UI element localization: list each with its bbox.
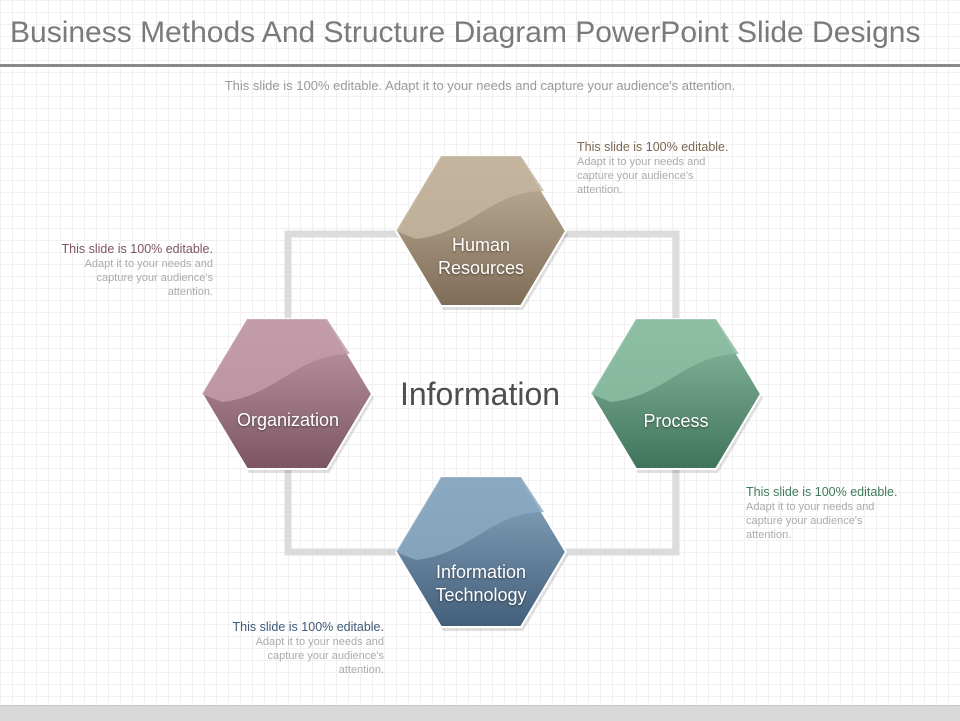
callout-right: This slide is 100% editable. Adapt it to…	[746, 485, 921, 542]
hexagon-wave	[202, 319, 350, 402]
callout-body: Adapt it to your needs and capture your …	[577, 156, 706, 196]
title-divider	[0, 64, 960, 67]
node-label-process: Process	[643, 411, 709, 431]
node-label-organization: Organization	[236, 410, 340, 430]
hexagon-bottom	[394, 476, 568, 631]
callout-heading: This slide is 100% editable.	[61, 242, 213, 256]
slide-subtitle: This slide is 100% editable. Adapt it to…	[224, 78, 736, 93]
callout-heading: This slide is 100% editable.	[746, 485, 898, 499]
callout-heading: This slide is 100% editable.	[232, 620, 384, 634]
footer-bar	[0, 705, 960, 721]
hexagon-top	[394, 155, 568, 310]
hexagon-left	[200, 318, 374, 473]
slide-title: Business Methods And Structure Diagram P…	[10, 16, 921, 49]
hexagon-wave	[591, 319, 739, 402]
hexagon-wave	[396, 477, 544, 560]
callout-top: This slide is 100% editable. Adapt it to…	[577, 140, 752, 197]
center-label: Information	[399, 376, 561, 412]
callout-bottom: This slide is 100% editable. Adapt it to…	[209, 620, 384, 677]
callout-heading: This slide is 100% editable.	[577, 140, 729, 154]
callout-body: Adapt it to your needs and capture your …	[255, 636, 384, 676]
callout-body: Adapt it to your needs and capture your …	[746, 501, 875, 541]
hexagon-right	[589, 318, 763, 473]
hexagon-wave	[396, 156, 544, 239]
callout-body: Adapt it to your needs and capture your …	[84, 258, 213, 298]
callout-left: This slide is 100% editable. Adapt it to…	[38, 242, 213, 299]
